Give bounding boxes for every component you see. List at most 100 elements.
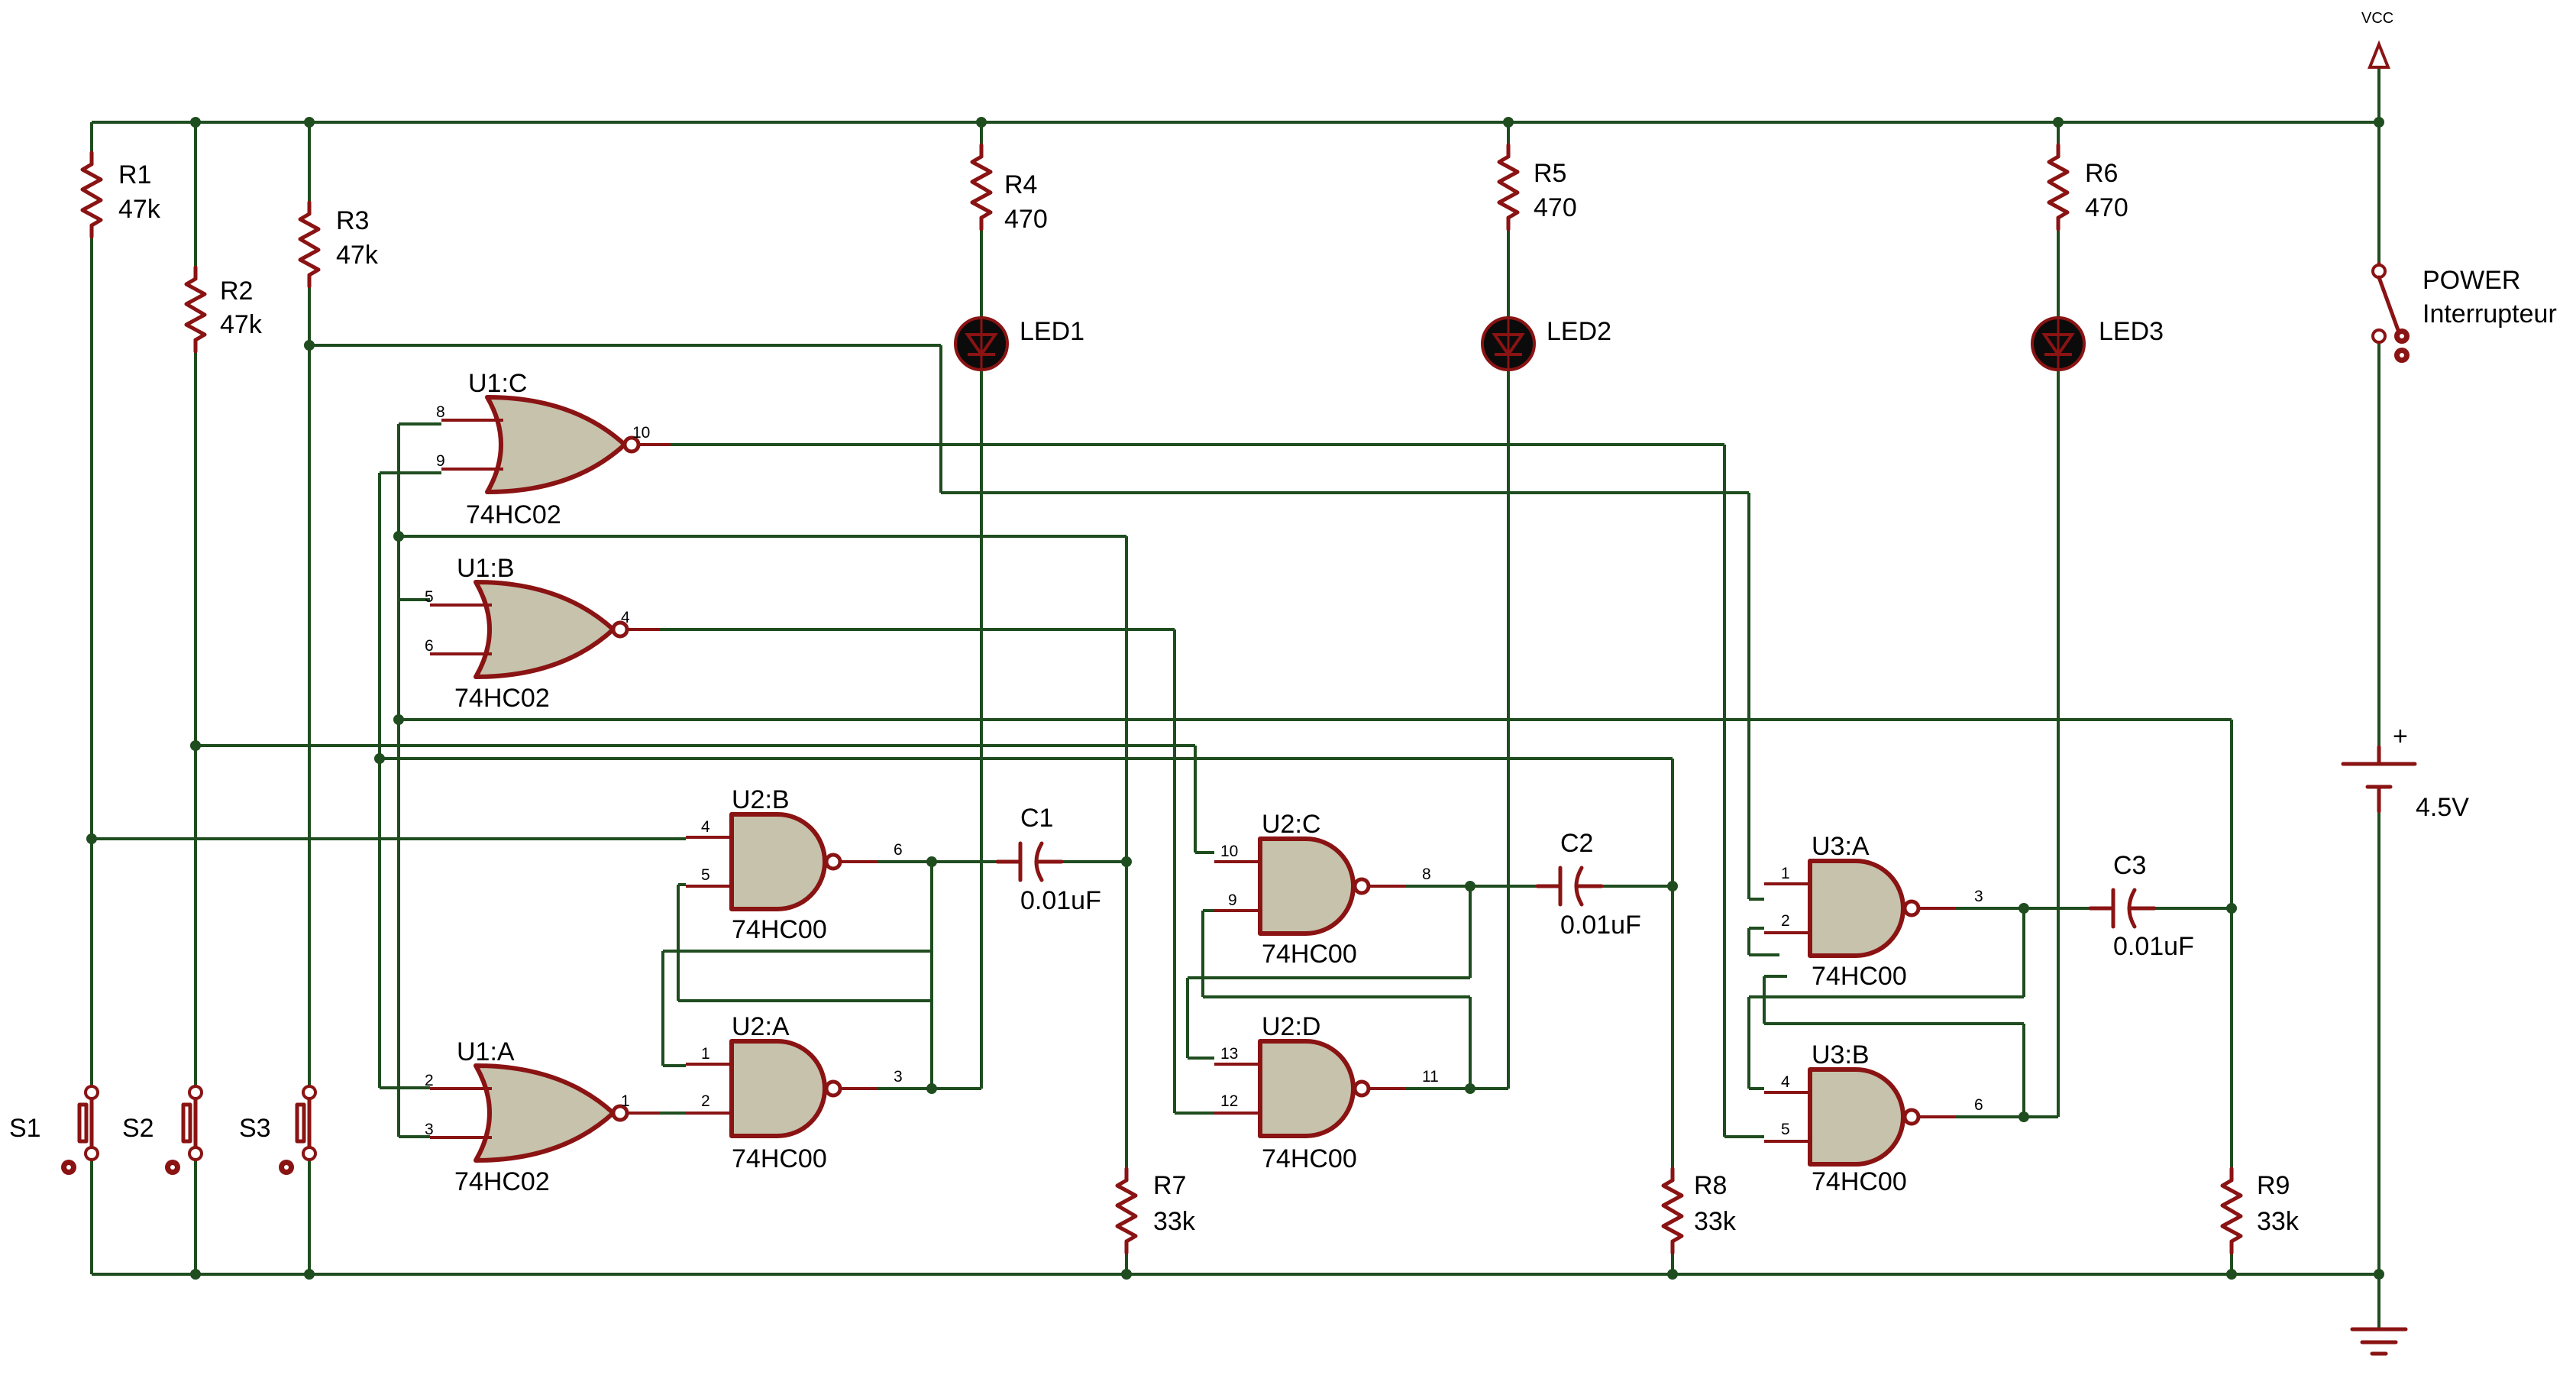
u1b-pin-out: 4 (621, 609, 630, 626)
r3-name: R3 (336, 206, 369, 235)
capacitor-c1: C1 0.01uF (997, 804, 1101, 915)
u1b-pin-a: 5 (425, 588, 434, 606)
u2a-name: U2:A (732, 1012, 790, 1041)
u3b-pin-a: 4 (1781, 1073, 1790, 1091)
r8-name: R8 (1694, 1171, 1727, 1200)
u3a-part: 74HC00 (1812, 962, 1907, 991)
u1c-pin-b: 9 (436, 452, 445, 470)
s3-label: S3 (239, 1114, 271, 1143)
junction-dots (86, 117, 2384, 1280)
ground-symbol (2350, 1327, 2408, 1356)
u2c-pin-a: 10 (1220, 843, 1238, 860)
switch-s3[interactable]: S3 (239, 1086, 315, 1175)
u1c-part: 74HC02 (466, 500, 561, 529)
led1-label: LED1 (1020, 317, 1084, 346)
u2b-pin-b: 5 (701, 866, 710, 884)
u2d-pin-b: 12 (1220, 1092, 1238, 1110)
u2b-part: 74HC00 (732, 915, 827, 944)
c1-value: 0.01uF (1020, 886, 1101, 915)
u3a-pin-b: 2 (1781, 912, 1790, 930)
battery-value: 4.5V (2416, 793, 2469, 822)
r7-value: 33k (1153, 1207, 1196, 1236)
r1-value: 47k (118, 195, 161, 224)
gate-u3b: U3:B 74HC00 4 5 6 (1764, 1040, 1983, 1196)
r1-name: R1 (118, 160, 151, 189)
u1b-name: U1:B (457, 554, 515, 583)
r4-name: R4 (1004, 170, 1037, 199)
u3a-name: U3:A (1812, 832, 1870, 861)
u1c-pin-out: 10 (632, 424, 650, 442)
capacitor-c3: C3 0.01uF (2090, 851, 2194, 961)
u1b-part: 74HC02 (454, 684, 550, 713)
resistor-r3: R3 47k (300, 202, 379, 286)
r6-name: R6 (2085, 159, 2118, 188)
resistor-r2: R2 47k (186, 267, 263, 351)
u2d-pin-a: 13 (1220, 1045, 1238, 1063)
resistor-r8: R8 33k (1663, 1169, 1737, 1253)
r3-value: 47k (336, 241, 379, 270)
switch-s2[interactable]: S2 (122, 1086, 202, 1175)
u3b-pin-out: 6 (1974, 1096, 1983, 1114)
resistor-r5: R5 470 (1499, 145, 1577, 229)
r8-value: 33k (1694, 1207, 1737, 1236)
gate-u1c: U1:C 74HC02 8 9 10 (436, 369, 671, 529)
u2c-name: U2:C (1262, 810, 1320, 839)
led-1: LED1 (954, 316, 1084, 371)
c2-name: C2 (1560, 829, 1593, 858)
r9-value: 33k (2257, 1207, 2300, 1236)
r4-value: 470 (1004, 205, 1048, 234)
gate-u2c: U2:C 74HC00 10 9 8 (1214, 810, 1431, 969)
power-switch[interactable]: POWER Interrupteur (2371, 261, 2557, 363)
r9-name: R9 (2257, 1171, 2290, 1200)
wires (90, 69, 2380, 1329)
capacitor-c2: C2 0.01uF (1537, 829, 1641, 940)
u3a-pin-a: 1 (1781, 865, 1790, 882)
gate-u1a: U1:A 74HC02 2 3 1 (425, 1037, 659, 1196)
u2c-part: 74HC00 (1262, 940, 1357, 969)
r5-value: 470 (1534, 193, 1577, 222)
power-switch-name: POWER (2422, 266, 2520, 295)
u1c-pin-a: 8 (436, 403, 445, 421)
u1c-name: U1:C (468, 369, 527, 398)
u2a-pin-out: 3 (894, 1068, 903, 1086)
u3b-pin-b: 5 (1781, 1121, 1790, 1138)
r2-name: R2 (220, 277, 253, 306)
r6-value: 470 (2085, 193, 2128, 222)
u1a-part: 74HC02 (454, 1167, 550, 1196)
gate-u1b: U1:B 74HC02 5 6 4 (425, 554, 659, 713)
c3-name: C3 (2113, 851, 2146, 880)
led-3: LED3 (2031, 316, 2164, 371)
r5-name: R5 (1534, 159, 1566, 188)
resistor-r7: R7 33k (1117, 1169, 1196, 1253)
u1a-pin-out: 1 (621, 1092, 630, 1110)
u3b-part: 74HC00 (1812, 1167, 1907, 1196)
u2b-name: U2:B (732, 785, 790, 814)
u2d-pin-out: 11 (1422, 1068, 1439, 1086)
u2d-name: U2:D (1262, 1012, 1320, 1041)
gate-u2d: U2:D 74HC00 13 12 11 (1214, 1012, 1439, 1173)
gate-u3a: U3:A 74HC00 1 2 3 (1764, 832, 1983, 991)
c2-value: 0.01uF (1560, 911, 1641, 940)
gate-u2a: U2:A 74HC00 1 2 3 (686, 1012, 903, 1173)
u3a-pin-out: 3 (1974, 888, 1983, 905)
u2a-pin-b: 2 (701, 1092, 710, 1110)
switch-s1[interactable]: S1 (9, 1086, 98, 1175)
u1b-pin-b: 6 (425, 637, 434, 655)
u1a-name: U1:A (457, 1037, 515, 1066)
led-2: LED2 (1481, 316, 1611, 371)
battery-plus: + (2393, 722, 2408, 751)
u2c-pin-b: 9 (1228, 892, 1237, 909)
led3-label: LED3 (2099, 317, 2164, 346)
led2-label: LED2 (1547, 317, 1611, 346)
u2a-pin-a: 1 (701, 1045, 710, 1063)
battery: + 4.5V (2341, 722, 2469, 822)
r7-name: R7 (1153, 1171, 1186, 1200)
u2c-pin-out: 8 (1422, 866, 1431, 883)
resistor-r4: R4 470 (972, 145, 1048, 234)
s2-label: S2 (122, 1114, 154, 1143)
r2-value: 47k (220, 310, 263, 339)
gate-u2b: U2:B 74HC00 4 5 6 (686, 785, 903, 944)
power-switch-value: Interrupteur (2422, 299, 2557, 328)
s1-label: S1 (9, 1114, 41, 1143)
u2d-part: 74HC00 (1262, 1144, 1357, 1173)
